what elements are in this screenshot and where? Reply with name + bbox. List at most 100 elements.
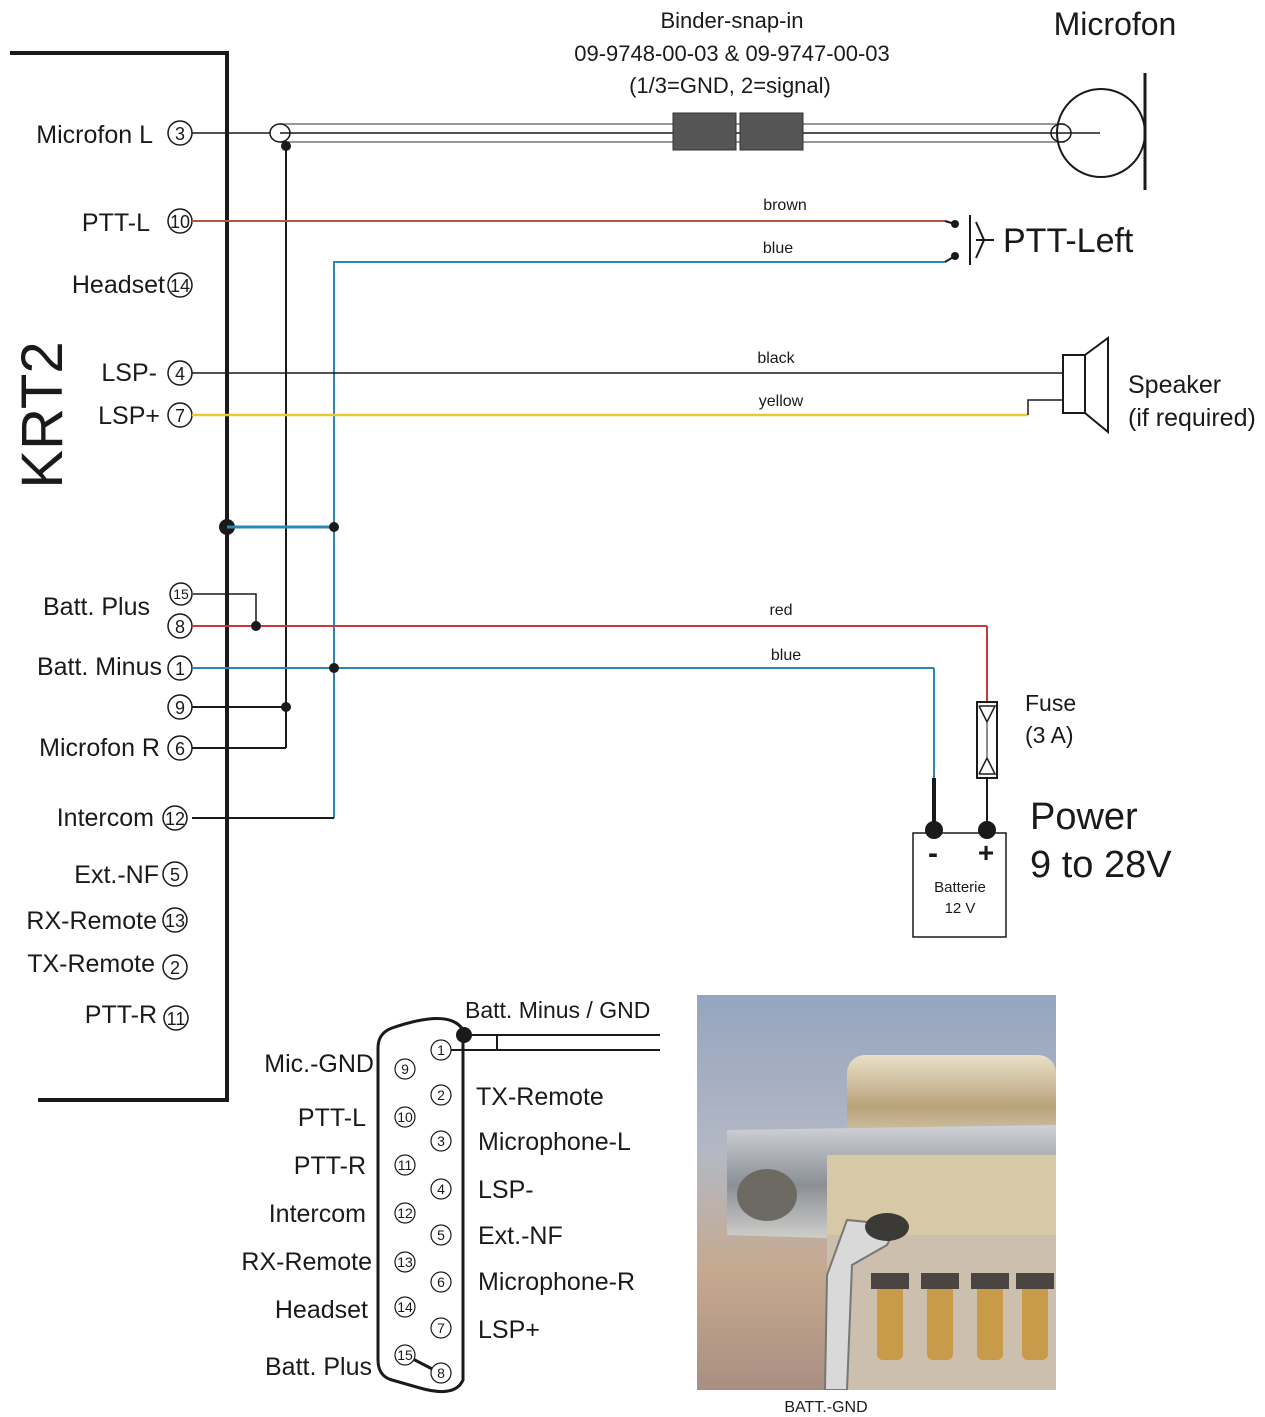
- sub-d-label: Microphone-L: [478, 1128, 631, 1156]
- connector-photo: [697, 995, 1056, 1390]
- pin-number: 9: [175, 698, 185, 718]
- sub-d-label: Headset: [275, 1296, 368, 1324]
- pin-number: 11: [167, 1009, 186, 1029]
- battery-symbol: - + Batterie 12 V: [912, 821, 1007, 938]
- sub-d-label: Ext.-NF: [478, 1222, 563, 1250]
- binder-connector-male: [672, 112, 737, 151]
- sub-d-pin-number: 9: [401, 1061, 409, 1077]
- sub-d-pin-number: 5: [437, 1227, 445, 1243]
- pin-label-ptt-r: PTT-R: [85, 1001, 157, 1029]
- photo-caption: BATT.-GND: [784, 1399, 867, 1416]
- sub-d-label: RX-Remote: [241, 1248, 372, 1276]
- sub-d-label: Batt. Plus: [265, 1353, 372, 1381]
- pin-number: 10: [170, 212, 190, 232]
- battery-minus-sign: -: [928, 837, 938, 870]
- pin-number: 1: [175, 659, 185, 679]
- sub-d-left-pins: Mic.-GND 9 PTT-L 10 PTT-R 11 Intercom 12…: [241, 1050, 416, 1381]
- sub-d-label: TX-Remote: [476, 1083, 604, 1111]
- sub-d-pin-number: 8: [437, 1365, 445, 1381]
- pin-label-microfon-r: Microfon R: [39, 734, 160, 762]
- pin-label-ptt-l: PTT-L: [82, 209, 150, 237]
- pin-number: 3: [175, 124, 185, 144]
- pin-circle: [162, 861, 188, 887]
- sub-d-pin-number: 15: [397, 1347, 413, 1363]
- pin-number: 15: [173, 586, 189, 602]
- sub-d-label: PTT-R: [294, 1152, 366, 1180]
- sub-d-label: Mic.-GND: [264, 1050, 374, 1078]
- pin-label-batt-minus: Batt. Minus: [37, 653, 162, 681]
- sub-d-label: LSP-: [478, 1176, 534, 1204]
- device-title: KRT2: [10, 341, 75, 488]
- pin-circle: [162, 907, 188, 933]
- binder-connector-female: [739, 112, 804, 151]
- fuse-label: Fuse: [1025, 690, 1076, 716]
- speaker-label: Speaker: [1128, 371, 1221, 399]
- wire-label-red: red: [769, 602, 792, 619]
- pin-number: 8: [175, 617, 185, 637]
- power-label: Power: [1030, 796, 1138, 838]
- pin-label-lsp-plus: LSP+: [98, 402, 160, 430]
- battery-plus-sign: +: [978, 837, 994, 868]
- pin-label-tx-remote: TX-Remote: [27, 950, 155, 978]
- connector-note-line2: 09-9748-00-03 & 09-9747-00-03: [574, 41, 890, 66]
- battery-voltage: 12 V: [945, 900, 976, 917]
- wire-blue-ptt: [333, 261, 945, 818]
- sub-d-label: LSP+: [478, 1316, 540, 1344]
- pin-number: 5: [170, 865, 180, 885]
- speaker-note: (if required): [1128, 404, 1256, 432]
- ptt-switch-symbol: [951, 215, 994, 265]
- sub-d-label: PTT-L: [298, 1104, 366, 1132]
- pin-number: 13: [165, 911, 185, 931]
- pin-label-headset: Headset: [72, 271, 165, 299]
- sub-d-pin-number: 2: [437, 1087, 445, 1103]
- pin-label-rx-remote: RX-Remote: [26, 907, 157, 935]
- wire-label-yellow: yellow: [759, 393, 804, 410]
- sub-d-pin-number: 13: [397, 1254, 413, 1270]
- wire-label-blue-ptt: blue: [763, 240, 793, 257]
- pin-number: 14: [170, 276, 190, 296]
- sub-d-label: Intercom: [269, 1200, 366, 1228]
- sub-d-pin-number: 11: [398, 1157, 413, 1173]
- wire-label-black: black: [757, 350, 795, 367]
- pin-circle: [169, 582, 193, 606]
- pin-label-intercom: Intercom: [57, 804, 154, 832]
- sub-d-pin-number: 6: [437, 1274, 445, 1290]
- sub-d-top-label: Batt. Minus / GND: [465, 997, 650, 1023]
- pin-number: 4: [175, 364, 185, 384]
- pin-number: 6: [175, 739, 185, 759]
- power-range: 9 to 28V: [1030, 844, 1172, 886]
- pin-label-microfon-l: Microfon L: [36, 121, 153, 149]
- sub-d-right-pins: 1 2 TX-Remote 3 Microphone-L 4 LSP- 5 Ex…: [430, 1039, 635, 1384]
- pin-number: 12: [165, 809, 185, 829]
- wire-label-brown: brown: [763, 197, 807, 214]
- sub-d-pin-number: 4: [437, 1181, 445, 1197]
- connector-note-line3: (1/3=GND, 2=signal): [629, 73, 831, 98]
- pin-circle: [162, 954, 188, 980]
- wire-label-blue-power: blue: [771, 647, 801, 664]
- sub-d-pin-number: 1: [437, 1042, 445, 1058]
- sub-d-pin-number: 7: [437, 1320, 445, 1336]
- fuse-rating: (3 A): [1025, 722, 1074, 748]
- pin-number: 2: [170, 958, 180, 978]
- speaker-symbol: [1062, 336, 1109, 435]
- fuse-symbol: [976, 701, 998, 828]
- sub-d-pin-number: 3: [437, 1133, 445, 1149]
- battery-label: Batterie: [934, 879, 986, 896]
- sub-d-pin-number: 12: [397, 1205, 413, 1221]
- pin-label-ext-nf: Ext.-NF: [74, 861, 159, 889]
- pin-number: 7: [175, 406, 185, 426]
- pin-label-batt-plus: Batt. Plus: [43, 593, 150, 621]
- pin-circle: [163, 1005, 189, 1031]
- microphone-label: Microfon: [1054, 6, 1177, 42]
- sub-d-label: Microphone-R: [478, 1268, 635, 1296]
- krt2-frame: [10, 51, 229, 1102]
- sub-d-pin-number: 10: [397, 1109, 413, 1125]
- krt2-pin-list: Microfon L 3 PTT-L 10 Headset 14 LSP- 4 …: [26, 120, 193, 1031]
- ptt-left-label: PTT-Left: [1003, 222, 1134, 260]
- pin-circle: [162, 805, 188, 831]
- microphone-cable: [192, 112, 1100, 151]
- connector-note-line1: Binder-snap-in: [660, 8, 803, 33]
- pin-circle: [167, 272, 193, 298]
- microphone-symbol: [1056, 73, 1147, 190]
